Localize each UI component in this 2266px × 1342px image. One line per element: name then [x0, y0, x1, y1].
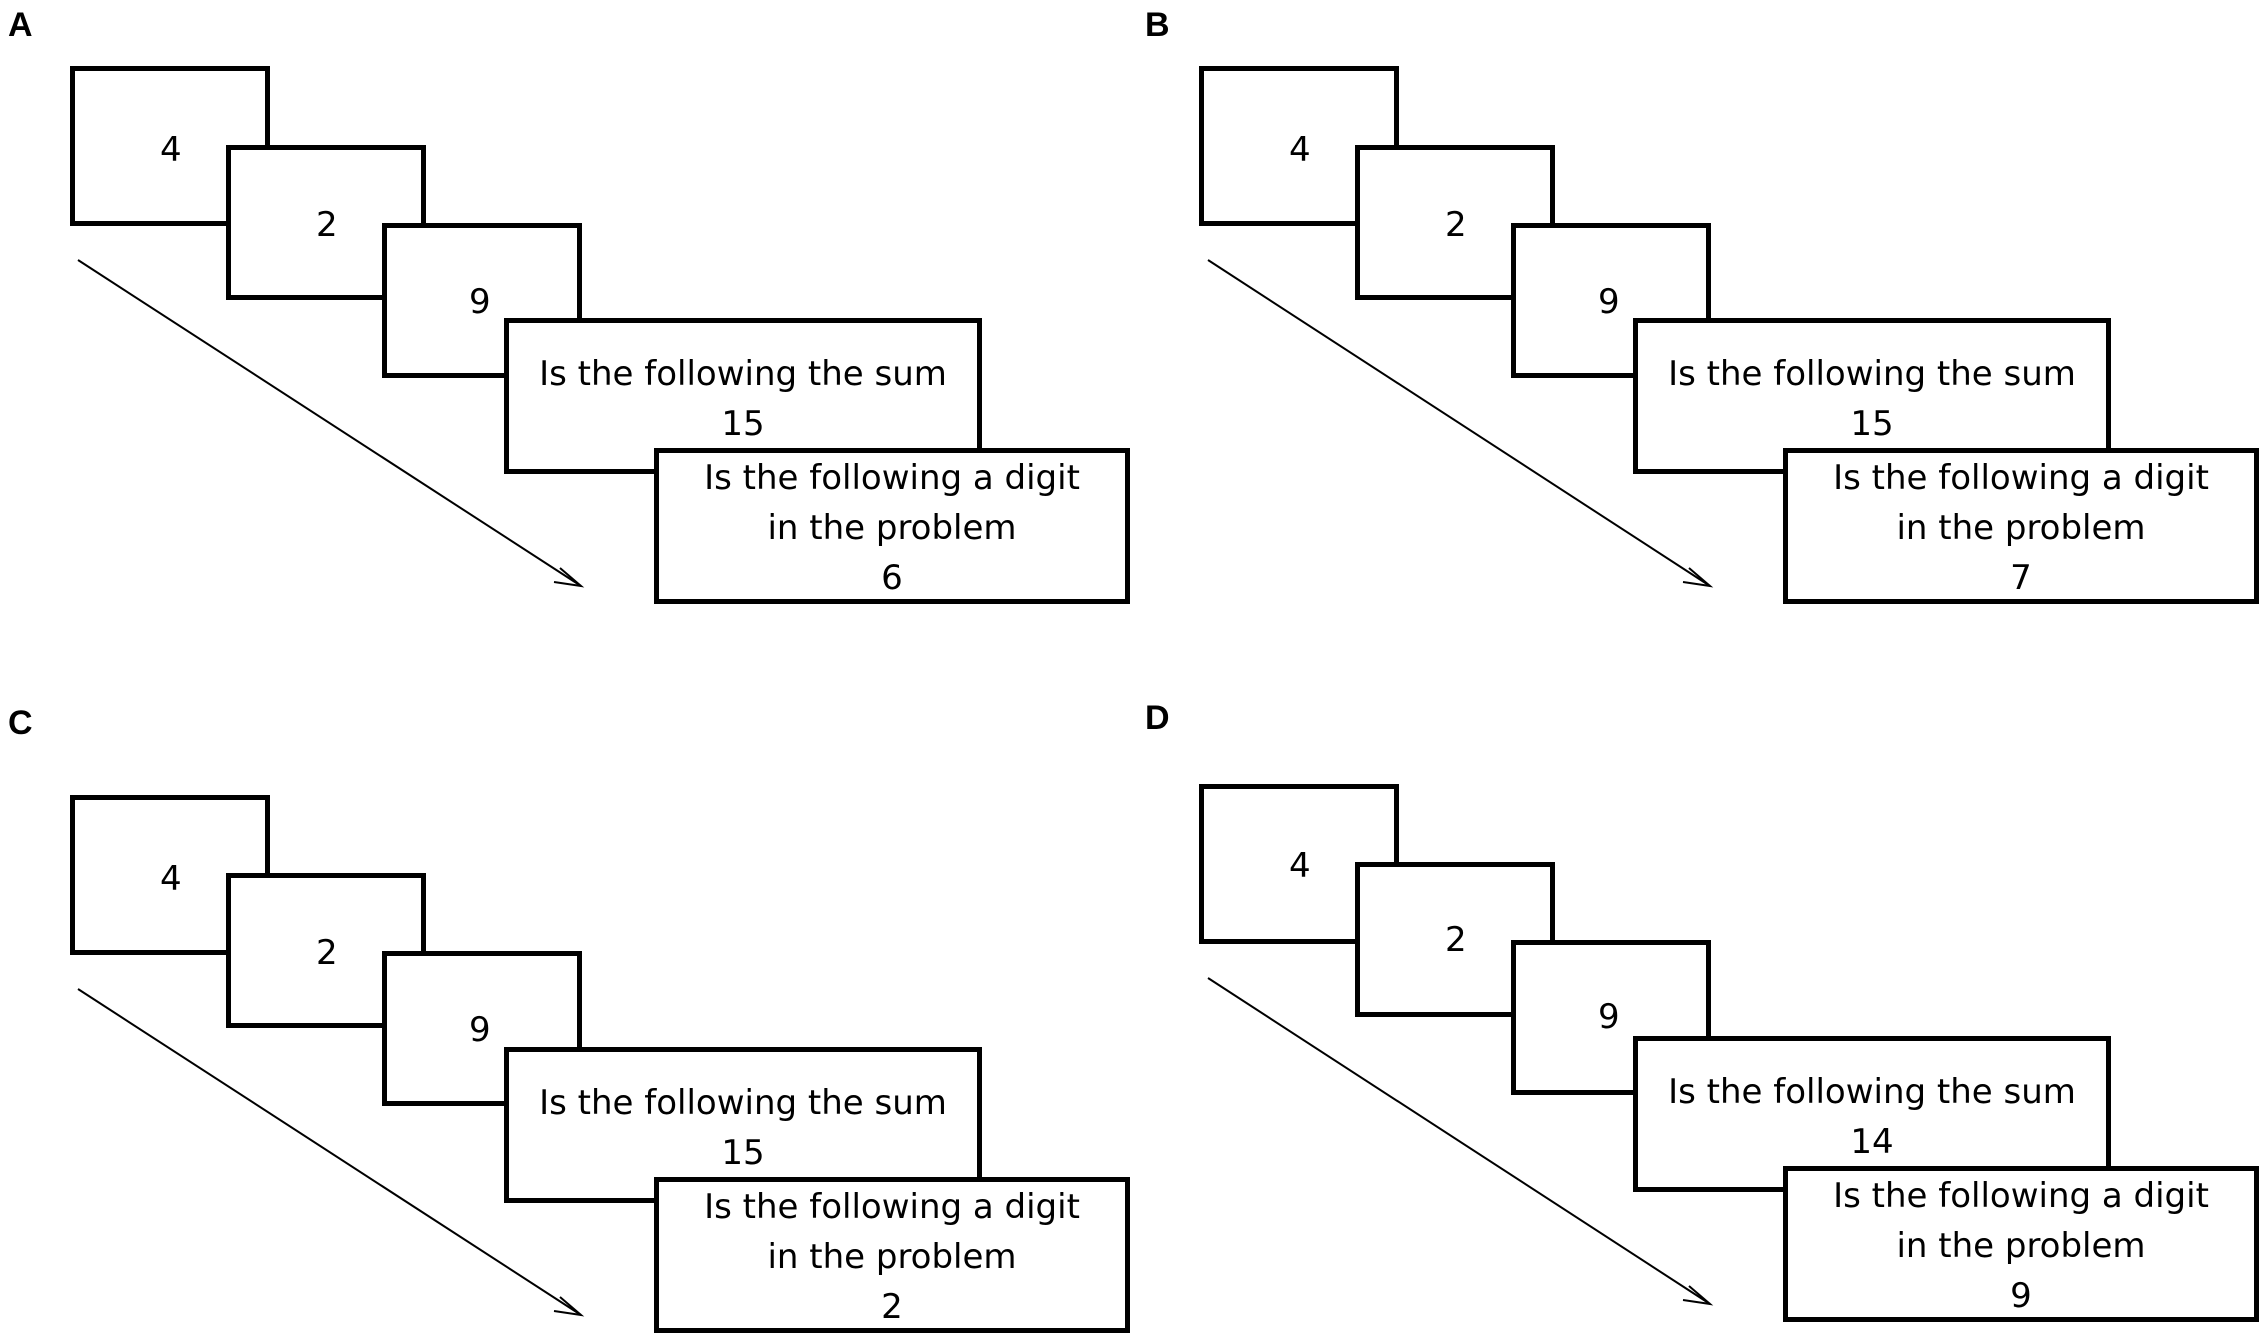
probe-digit-value: 7 [2010, 558, 2032, 598]
time-arrow-head [553, 1296, 585, 1317]
time-arrow [1207, 977, 1714, 1306]
digit-question-line2: in the problem [767, 508, 1017, 548]
panel-d: D 4 2 9 Is the following the sum 14 Is t… [1133, 671, 2266, 1342]
panel-a: A 4 2 9 Is the following the sum 15 Is t… [0, 0, 1133, 671]
panel-letter: A [8, 6, 33, 44]
digit-question-line1: Is the following a digit [1833, 1176, 2209, 1216]
digit-question-line2: in the problem [1896, 508, 2146, 548]
probe-digit-value: 6 [881, 558, 903, 598]
digit-question-screen: Is the following a digit in the problem … [1783, 448, 2259, 604]
digit-text: 4 [160, 130, 182, 170]
digit-question-line1: Is the following a digit [704, 458, 1080, 498]
sum-question-text: Is the following the sum [539, 1083, 947, 1123]
panel-letter: D [1145, 699, 1170, 737]
time-arrow-line [77, 259, 582, 587]
panel-letter: C [8, 704, 33, 742]
digit-question-screen: Is the following a digit in the problem … [654, 448, 1130, 604]
sum-question-text: Is the following the sum [1668, 354, 2076, 394]
time-arrow-line [1207, 977, 1711, 1305]
probe-digit-value: 2 [881, 1287, 903, 1327]
digit-text: 4 [160, 859, 182, 899]
panel-letter: B [1145, 6, 1170, 44]
digit-screen-3: 9 [1511, 223, 1711, 378]
time-arrow [77, 988, 585, 1317]
sum-value: 14 [1850, 1122, 1894, 1162]
digit-question-line2: in the problem [1896, 1226, 2146, 1266]
time-arrow-line [77, 988, 582, 1316]
digit-text: 2 [1445, 205, 1467, 245]
digit-text: 2 [1445, 920, 1467, 960]
sum-value: 15 [721, 1133, 765, 1173]
sum-question-text: Is the following the sum [539, 354, 947, 394]
digit-question-screen: Is the following a digit in the problem … [1783, 1166, 2259, 1322]
digit-text: 9 [1598, 997, 1620, 1037]
digit-text: 9 [1598, 282, 1620, 322]
probe-digit-value: 9 [2010, 1276, 2032, 1316]
digit-text: 2 [316, 933, 338, 973]
sum-value: 15 [721, 404, 765, 444]
digit-text: 9 [469, 282, 491, 322]
time-arrow-head [1682, 567, 1714, 588]
sum-question-text: Is the following the sum [1668, 1072, 2076, 1112]
digit-text: 9 [469, 1010, 491, 1050]
time-arrow-head [553, 567, 585, 588]
digit-question-line1: Is the following a digit [1833, 458, 2209, 498]
time-arrow [1207, 259, 1714, 588]
digit-question-screen: Is the following a digit in the problem … [654, 1177, 1130, 1333]
digit-text: 4 [1289, 846, 1311, 886]
digit-question-line1: Is the following a digit [704, 1187, 1080, 1227]
panel-c: C 4 2 9 Is the following the sum 15 Is t… [0, 671, 1133, 1342]
digit-text: 4 [1289, 130, 1311, 170]
panel-b: B 4 2 9 Is the following the sum 15 Is t… [1133, 0, 2266, 671]
digit-text: 2 [316, 205, 338, 245]
time-arrow-head [1682, 1285, 1714, 1306]
time-arrow-line [1207, 259, 1711, 587]
digit-question-line2: in the problem [767, 1237, 1017, 1277]
sum-value: 15 [1850, 404, 1894, 444]
time-arrow [77, 259, 585, 588]
